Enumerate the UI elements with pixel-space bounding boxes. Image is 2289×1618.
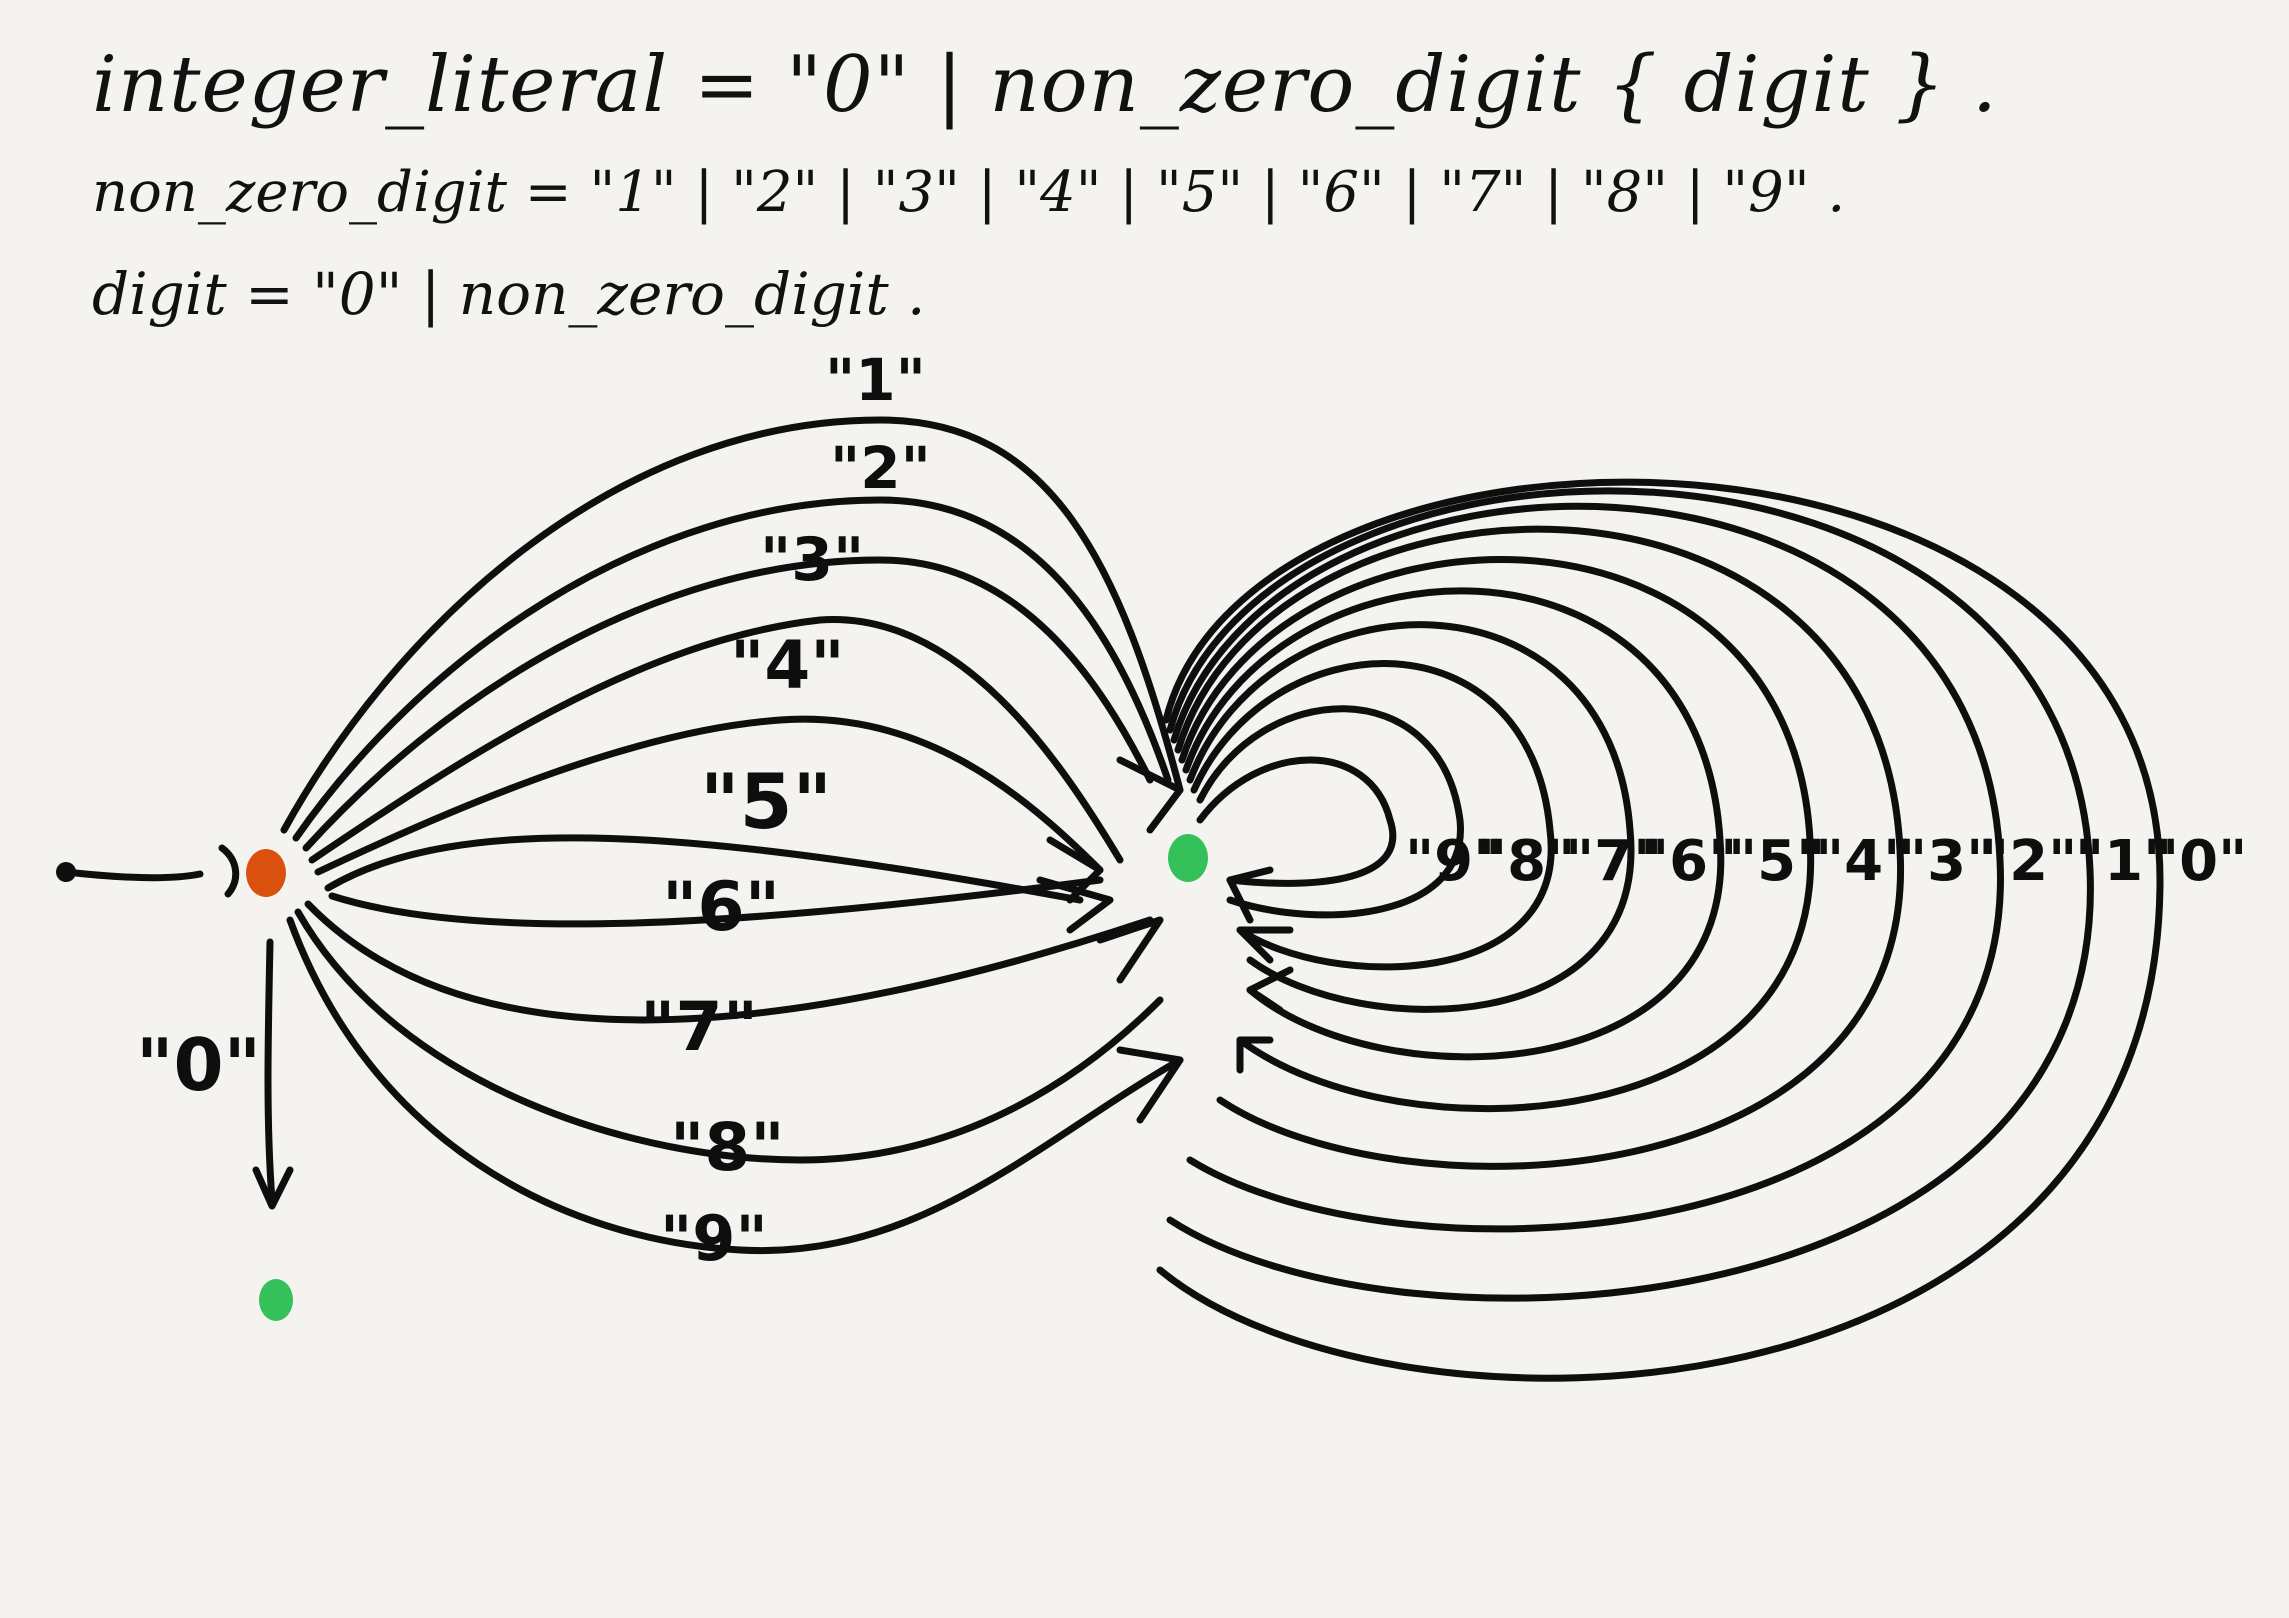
edge-9 [294, 908, 1164, 1164]
loop-label-7: "2" [1980, 829, 2077, 894]
accept-state [1168, 834, 1208, 882]
loop-2 [1196, 705, 1464, 919]
loop-3 [1190, 660, 1555, 971]
rule-digit: digit = "0" | non_zero_digit . [92, 260, 926, 328]
loop-6 [1178, 556, 1815, 1113]
loop-9 [1166, 487, 2094, 1302]
edge-label-9: "9" [660, 1202, 768, 1275]
loop-4 [1186, 621, 1635, 1013]
loop-label-1: "8" [1478, 829, 1575, 894]
loop-arrowheads [1226, 866, 1294, 1074]
entry-line [62, 868, 204, 882]
edge-5 [314, 715, 1104, 876]
edge-label-5: "5" [700, 757, 832, 846]
loop-8 [1170, 502, 2004, 1233]
edge-label-4: "4" [730, 627, 845, 704]
zero-edge-arrowhead [252, 1166, 294, 1210]
edge-3 [302, 556, 1154, 852]
edge-8 [304, 900, 1154, 1024]
zero-edge-label: "0" [136, 1023, 261, 1107]
loop-label-6: "3" [1898, 829, 1995, 894]
zero-edge-line [264, 938, 276, 1204]
edge-6 [324, 834, 1084, 904]
digit-loops-on-accept [1156, 478, 2164, 1382]
loop-1 [1196, 756, 1397, 887]
loop-label-9: "0" [2150, 829, 2247, 894]
edge-label-6: "6" [662, 868, 780, 947]
loop-5 [1182, 587, 1725, 1061]
edge-label-3: "3" [760, 525, 864, 595]
rule-non-zero-digit: non_zero_digit = "1" | "2" | "3" | "4" |… [92, 160, 1846, 225]
loop-label-4: "5" [1728, 829, 1825, 894]
loop-label-0: "9" [1405, 829, 1502, 894]
edge-7 [328, 876, 1104, 928]
edge-label-8: "8" [670, 1109, 785, 1186]
start-state [246, 849, 286, 897]
zero-edge [252, 938, 294, 1210]
loop-label-5: "4" [1815, 829, 1912, 894]
edge-arrowheads [1036, 756, 1184, 1124]
edge-label-7: "7" [640, 988, 758, 1067]
loop-7 [1174, 525, 1904, 1170]
loop-label-2: "7" [1565, 829, 1662, 894]
edge-label-2: "2" [830, 434, 931, 502]
loop-label-3: "6" [1640, 829, 1737, 894]
digit-edges-start-to-accept [280, 416, 1184, 1255]
zero-accept-state [259, 1279, 293, 1321]
edge-10 [286, 916, 1184, 1255]
loop-label-8: "1" [2075, 829, 2172, 894]
entry-arrow [56, 844, 240, 898]
loop-labels: "9""8""7""6""5""4""3""2""1""0" [1405, 829, 2247, 894]
edge-2 [292, 496, 1172, 842]
entry-arrowhead [218, 844, 240, 898]
edge-labels: "1" "2" "3" "4" "5" "6" "7" "8" "9" "0" [136, 346, 931, 1275]
rule-integer-literal: integer_literal = "0" | non_zero_digit {… [92, 40, 1998, 130]
edge-4 [308, 616, 1124, 864]
edge-label-1: "1" [825, 346, 926, 414]
loop-10 [1156, 478, 2164, 1382]
edge-1 [280, 416, 1184, 834]
